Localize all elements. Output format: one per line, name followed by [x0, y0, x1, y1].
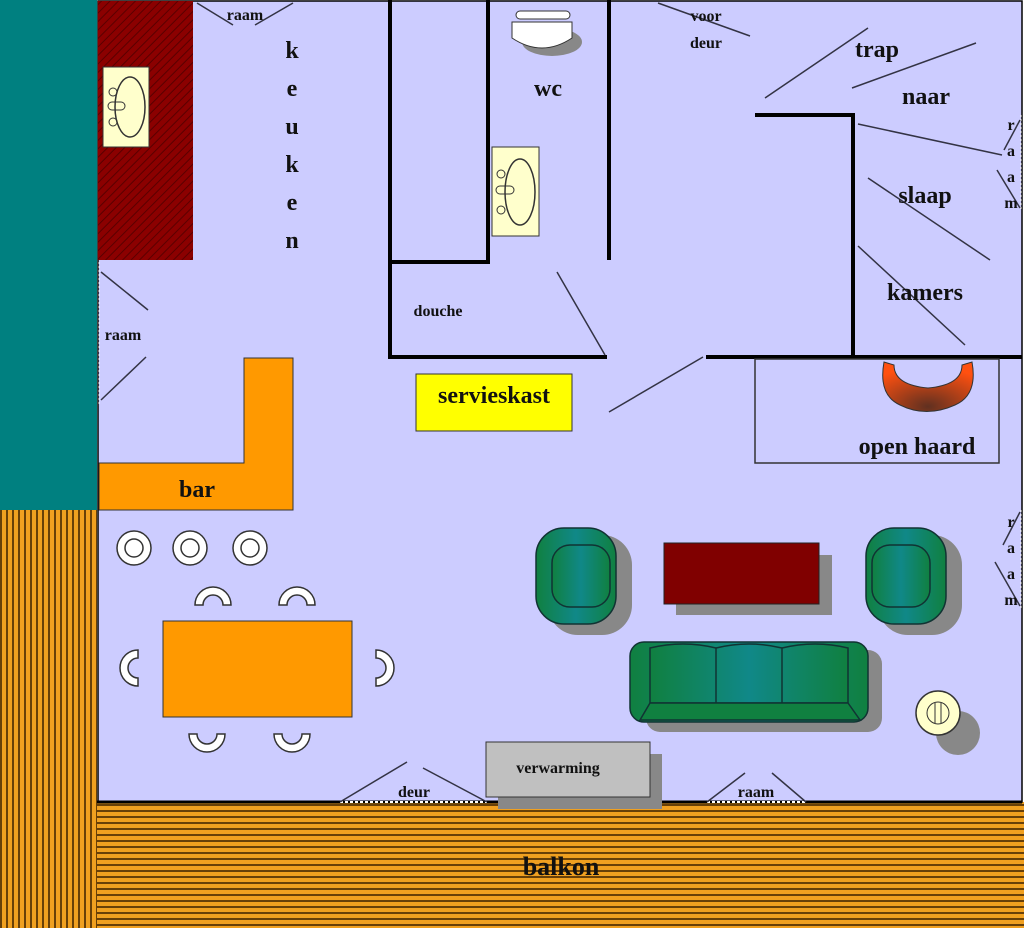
walls	[388, 0, 1022, 359]
balcony	[97, 802, 1024, 928]
label-douche: douche	[414, 303, 463, 320]
label-raam-right-2: r a a m	[994, 510, 1022, 609]
fireplace-area	[754, 358, 1000, 464]
svg-text:k: k	[285, 152, 299, 178]
label-raam-top: raam	[227, 7, 264, 24]
svg-text:a: a	[1007, 169, 1015, 186]
servieskast	[415, 373, 573, 432]
label-servieskast: servieskast	[438, 383, 550, 409]
svg-text:a: a	[1007, 540, 1015, 557]
sofa	[629, 641, 882, 732]
fireplace-icon	[882, 361, 974, 412]
label-balkon: balkon	[523, 852, 600, 881]
stairs-lines	[764, 27, 1003, 346]
heater	[485, 741, 651, 798]
label-slaap: slaap	[898, 183, 951, 209]
bar-stools	[116, 530, 268, 566]
svg-text:a: a	[1007, 143, 1015, 160]
label-bar: bar	[179, 477, 215, 503]
svg-text:m: m	[1004, 592, 1018, 609]
label-verwarming: verwarming	[516, 760, 600, 777]
svg-text:r: r	[1007, 514, 1014, 531]
label-wc: wc	[534, 76, 562, 102]
label-voor: voor	[690, 8, 721, 25]
svg-text:r: r	[1007, 117, 1014, 134]
deck-side	[0, 510, 97, 928]
outside-area	[0, 0, 97, 510]
label-naar: naar	[902, 84, 950, 110]
floor-lamp-icon	[915, 690, 980, 755]
svg-text:e: e	[287, 76, 298, 102]
svg-text:a: a	[1007, 566, 1015, 583]
label-raam-bottom: raam	[738, 784, 775, 801]
svg-text:e: e	[287, 190, 298, 216]
svg-text:u: u	[285, 114, 298, 140]
kitchen-sink-icon	[102, 66, 150, 148]
armchair-left	[535, 527, 632, 635]
label-keuken: k e u k e n	[285, 38, 299, 254]
svg-text:n: n	[285, 228, 298, 254]
svg-text:k: k	[285, 38, 299, 64]
label-trap: trap	[855, 37, 899, 63]
wc-sink-icon	[491, 146, 540, 237]
label-deur-front: deur	[690, 35, 722, 52]
bar-counter	[98, 357, 294, 511]
label-raam-right-1: r a a m	[996, 115, 1022, 212]
dining-table	[162, 620, 353, 718]
label-raam-left: raam	[105, 327, 142, 344]
label-deur-bottom: deur	[398, 784, 430, 801]
dining-chairs	[119, 586, 395, 753]
toilet-icon	[511, 10, 582, 56]
armchair-right	[865, 527, 962, 635]
label-kamers: kamers	[887, 280, 963, 306]
svg-text:m: m	[1004, 195, 1018, 212]
coffee-table	[663, 542, 820, 605]
label-open-haard: open haard	[859, 434, 976, 460]
